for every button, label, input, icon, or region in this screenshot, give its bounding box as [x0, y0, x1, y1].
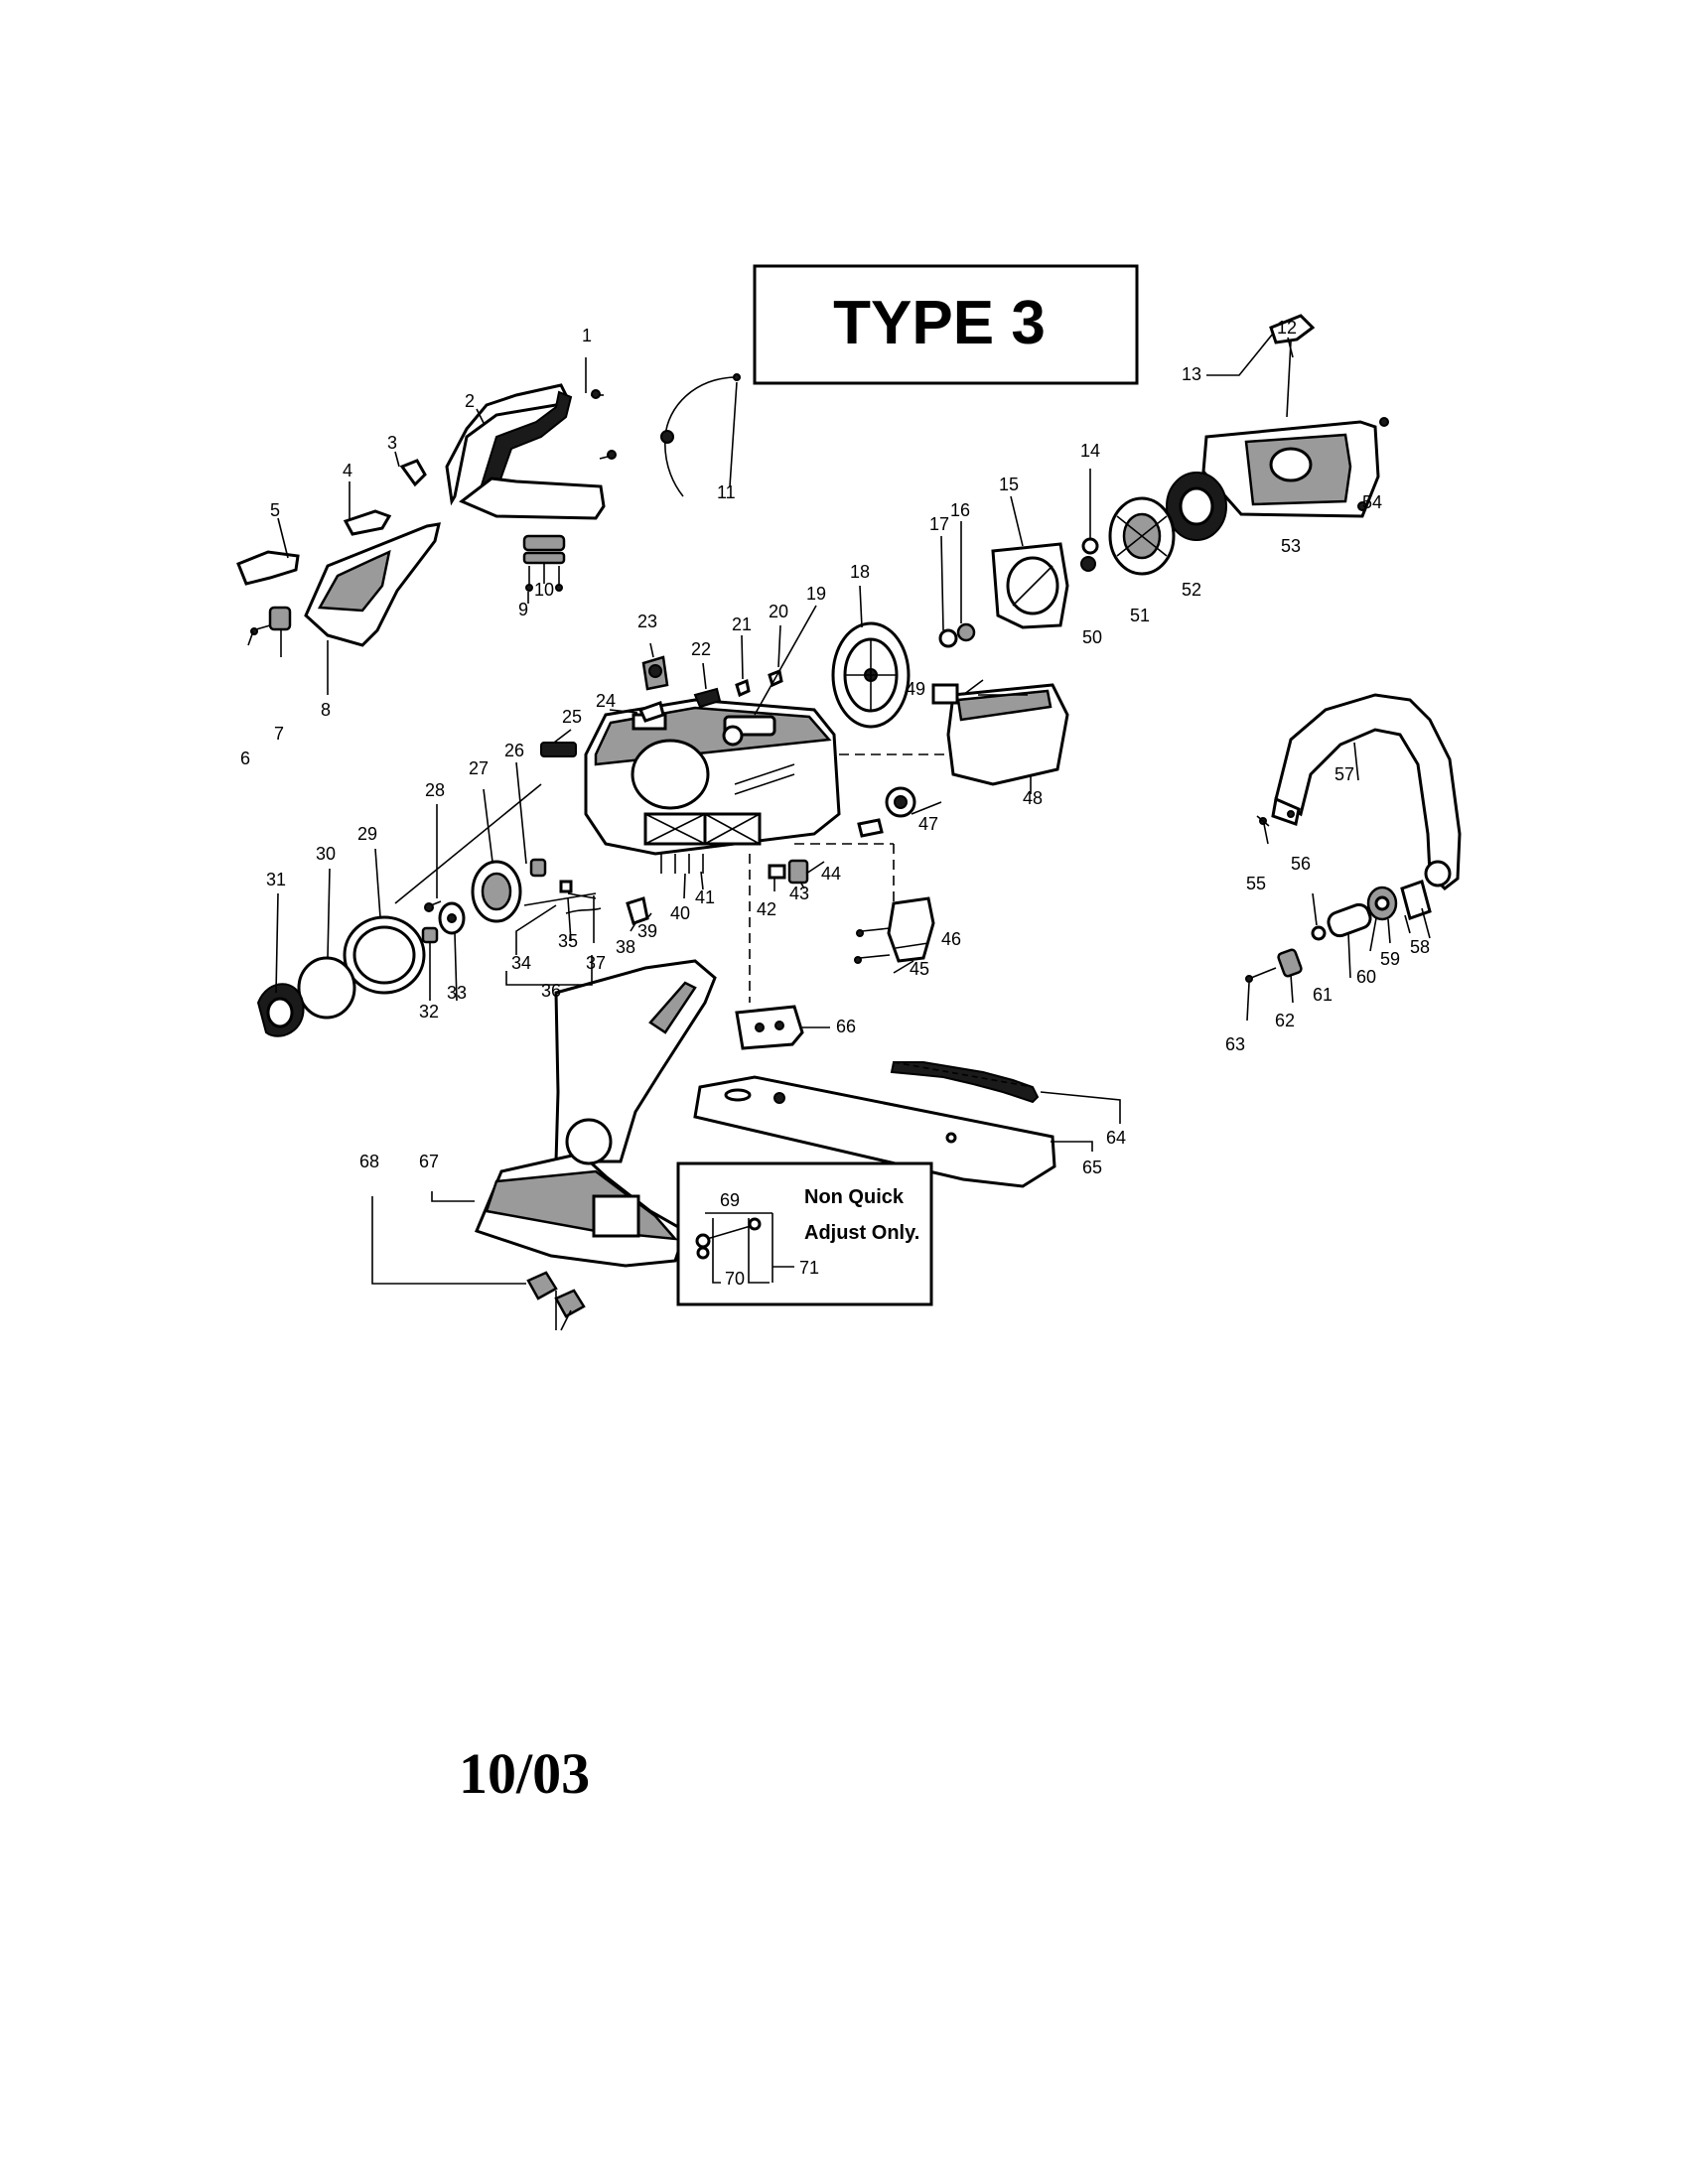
- callout-36: 36: [541, 981, 561, 1001]
- front-handle: [1271, 693, 1462, 890]
- callout-45: 45: [910, 959, 929, 979]
- callout-30: 30: [316, 844, 336, 864]
- callout-16: 16: [950, 500, 970, 520]
- oil-pump: [857, 786, 916, 838]
- callout-17: 17: [929, 514, 949, 534]
- callout-21: 21: [732, 614, 752, 634]
- top-handle: [445, 383, 617, 592]
- callout-66: 66: [836, 1017, 856, 1036]
- starter-assembly: [1080, 314, 1389, 576]
- callout-32: 32: [419, 1002, 439, 1022]
- callout-8: 8: [321, 700, 331, 720]
- callout-46: 46: [941, 929, 961, 949]
- callout-6: 6: [240, 749, 250, 768]
- callout-59: 59: [1380, 949, 1400, 969]
- callout-47: 47: [918, 814, 938, 834]
- callout-43: 43: [789, 884, 809, 903]
- callout-3: 3: [387, 433, 397, 453]
- callout-54: 54: [1362, 492, 1382, 512]
- cable-part: [660, 373, 741, 497]
- callout-40: 40: [670, 903, 690, 923]
- flywheel-assembly: [637, 621, 976, 729]
- callout-13: 13: [1182, 364, 1201, 384]
- callout-20: 20: [769, 602, 788, 621]
- callout-37: 37: [586, 953, 606, 973]
- callout-62: 62: [1275, 1011, 1295, 1030]
- guide-bar-and-chain: [693, 1061, 1056, 1188]
- note-label-70: 70: [725, 1269, 745, 1289]
- diagram-title: TYPE 3: [833, 289, 1046, 357]
- note-line-2: Adjust Only.: [804, 1222, 919, 1244]
- callout-50: 50: [1082, 627, 1102, 647]
- callout-41: 41: [695, 887, 715, 907]
- callout-67: 67: [419, 1152, 439, 1171]
- callout-23: 23: [637, 612, 657, 631]
- callout-52: 52: [1182, 580, 1201, 600]
- callout-42: 42: [757, 899, 776, 919]
- callout-33: 33: [447, 983, 467, 1003]
- callout-26: 26: [504, 741, 524, 760]
- callout-14: 14: [1080, 441, 1100, 461]
- callout-31: 31: [266, 870, 286, 889]
- callout-28: 28: [425, 780, 445, 800]
- brake-cover: [931, 683, 1069, 786]
- non-quick-adjust-note: Non Quick Adjust Only. 69 70 71: [676, 1161, 933, 1306]
- callout-35: 35: [558, 931, 578, 951]
- callout-51: 51: [1130, 606, 1150, 625]
- callout-29: 29: [357, 824, 377, 844]
- callout-1: 1: [582, 326, 592, 345]
- callout-48: 48: [1023, 788, 1043, 808]
- callout-numbers: 1 2 3 4 5 6 7 8 9 10 11 12 13 14 15 16 1…: [240, 318, 1430, 1177]
- title-box: TYPE 3: [753, 264, 1139, 385]
- handle-hardware: [1245, 815, 1432, 983]
- callout-2: 2: [465, 391, 475, 411]
- leader-lines: [247, 333, 1431, 1285]
- callout-56: 56: [1291, 854, 1311, 874]
- callout-38: 38: [616, 937, 635, 957]
- callout-25: 25: [562, 707, 582, 727]
- rear-handle: [236, 459, 441, 647]
- callout-44: 44: [821, 864, 841, 884]
- callout-60: 60: [1356, 967, 1376, 987]
- callout-65: 65: [1082, 1158, 1102, 1177]
- callout-9: 9: [518, 600, 528, 619]
- callout-57: 57: [1334, 764, 1354, 784]
- callout-58: 58: [1410, 937, 1430, 957]
- callout-19: 19: [806, 584, 826, 604]
- callout-55: 55: [1246, 874, 1266, 893]
- callout-63: 63: [1225, 1034, 1245, 1054]
- callout-10: 10: [534, 580, 554, 600]
- callout-27: 27: [469, 758, 489, 778]
- date-code: 10/03: [459, 1741, 590, 1806]
- callout-49: 49: [906, 679, 925, 699]
- fan-housing: [991, 542, 1069, 629]
- callout-61: 61: [1313, 985, 1333, 1005]
- callout-15: 15: [999, 475, 1019, 494]
- clutch-assembly: [256, 783, 602, 1037]
- callout-5: 5: [270, 500, 280, 520]
- note-label-69: 69: [720, 1190, 740, 1210]
- callout-64: 64: [1106, 1128, 1126, 1148]
- callout-7: 7: [274, 724, 284, 744]
- callout-39: 39: [637, 921, 657, 941]
- note-line-1: Non Quick: [804, 1186, 905, 1208]
- engine-housing: [540, 698, 958, 1003]
- callout-18: 18: [850, 562, 870, 582]
- callout-11: 11: [717, 482, 736, 502]
- callout-4: 4: [343, 461, 352, 480]
- callout-12: 12: [1277, 318, 1297, 338]
- sprocket-cover: [474, 959, 804, 1331]
- callout-53: 53: [1281, 536, 1301, 556]
- callout-22: 22: [691, 639, 711, 659]
- callout-24: 24: [596, 691, 616, 711]
- guide-plate: [854, 896, 935, 964]
- callout-34: 34: [511, 953, 531, 973]
- note-label-71: 71: [799, 1258, 819, 1278]
- callout-68: 68: [359, 1152, 379, 1171]
